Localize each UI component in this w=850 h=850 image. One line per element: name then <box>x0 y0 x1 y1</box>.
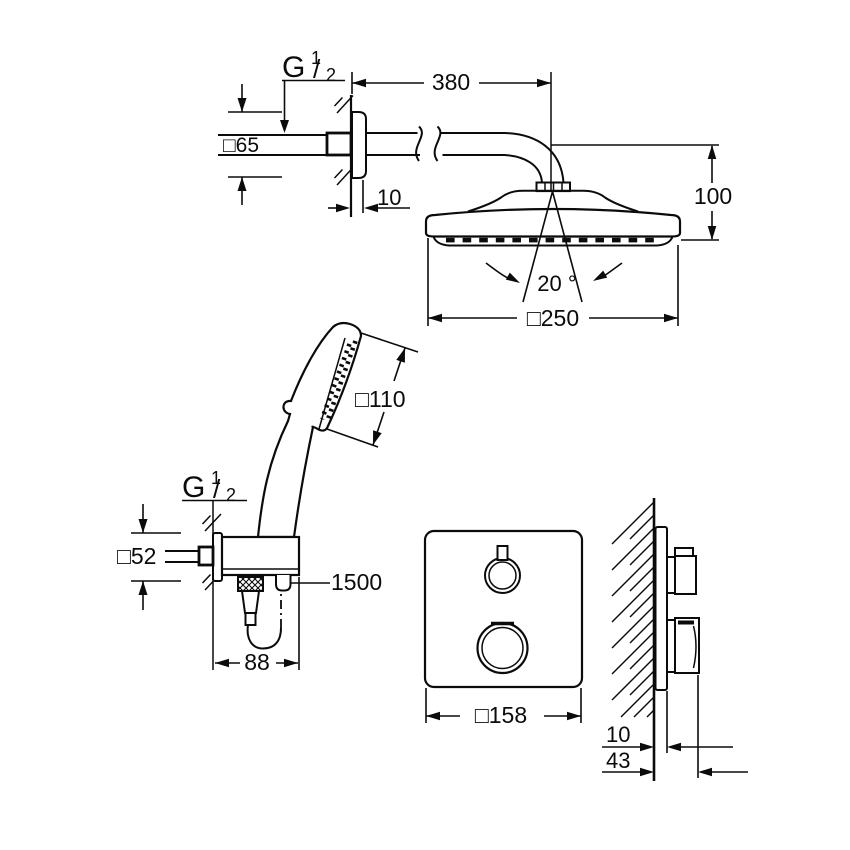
bracket-escutcheon-size-label: □52 <box>117 543 156 569</box>
dim-bracket-escutcheon-size: □52 <box>117 504 181 610</box>
concealed-pipe-stub <box>218 134 327 156</box>
wall-hatch <box>611 501 655 718</box>
thread-label-numerator: 1 <box>311 48 321 68</box>
thread-label-base: G <box>282 51 305 84</box>
pipe-break-symbol <box>415 125 423 162</box>
shower-hose <box>237 575 292 650</box>
spray-face-nozzles <box>319 343 352 420</box>
side-total-depth-label: 43 <box>606 748 630 773</box>
thread-label-base: G <box>182 471 205 504</box>
thread-label-denominator: 2 <box>326 65 336 85</box>
hose-loop <box>246 624 282 650</box>
arm-thread-fitting <box>325 131 353 157</box>
side-plate-depth-label: 10 <box>606 722 630 747</box>
hose-knurled-nut <box>237 576 264 592</box>
dim-thread-bottom: G 1 / 2 <box>182 468 247 505</box>
head-height-label: 100 <box>694 183 732 209</box>
spray-direction-arrow-right <box>603 262 623 277</box>
rain-shower-assembly: 20 ° G 1 / 2 □65 <box>218 48 732 331</box>
hose-outlet-stub <box>275 575 292 592</box>
dim-bracket-width: 88 <box>215 577 300 675</box>
volume-knob <box>476 621 529 675</box>
side-temperature-knob-tab <box>674 547 694 557</box>
dim-hand-head-size: □110 <box>326 332 419 448</box>
thermostat-side-view: 10 43 <box>602 498 748 781</box>
thread-label-slash: / <box>313 54 321 84</box>
thread-label-denominator: 2 <box>226 485 236 505</box>
hand-shower <box>256 321 363 539</box>
rain-shower-head <box>424 207 682 247</box>
hose-stem <box>244 612 257 626</box>
spray-angle-label: 20 ° <box>537 271 576 296</box>
dim-head-height: 100 <box>551 144 732 241</box>
bracket-thread-fitting <box>197 545 215 567</box>
bracket-width-label: 88 <box>244 649 270 675</box>
dim-escutcheon-size: □65 <box>223 84 282 205</box>
side-temperature-knob <box>666 547 697 595</box>
spray-direction-arrow-left <box>485 262 509 279</box>
bracket-pipe-stub <box>165 550 199 563</box>
side-volume-knob <box>666 617 700 674</box>
thermostat-front-view: □158 <box>423 529 584 728</box>
spray-nozzles <box>446 237 654 243</box>
spray-cone: 20 ° <box>485 191 623 303</box>
hand-head-size-label: □110 <box>355 386 406 412</box>
temperature-knob-tab <box>496 545 509 561</box>
pipe-break-symbol <box>433 125 442 162</box>
shower-arm <box>366 125 565 183</box>
escutcheon-depth-label: 10 <box>377 185 401 210</box>
arm-escutcheon <box>351 111 367 179</box>
escutcheon-size-label: □65 <box>223 134 259 157</box>
hose-cone <box>240 590 261 614</box>
side-plate <box>654 526 668 691</box>
wall-bracket <box>220 535 301 577</box>
hose-length-label: 1500 <box>331 569 382 595</box>
plate-size-label: □158 <box>475 702 527 728</box>
thread-label-slash: / <box>213 474 221 504</box>
dim-side-plate-depth: 10 <box>602 722 733 752</box>
dim-head-size: □250 <box>427 238 679 331</box>
dim-side-total-depth: 43 <box>602 748 748 777</box>
hand-shower-assembly: □110 G 1 / 2 <box>117 321 419 675</box>
temperature-knob <box>484 545 521 594</box>
dim-escutcheon-depth: 10 <box>328 180 410 213</box>
spray-face <box>432 236 674 247</box>
head-size-label: □250 <box>527 305 579 331</box>
dim-plate-size: □158 <box>425 688 582 728</box>
arm-length-label: 380 <box>432 69 470 95</box>
head-mounting-cap <box>467 189 639 213</box>
wall-line-bottom <box>201 500 222 670</box>
dim-arm-length: 380 <box>351 69 551 95</box>
thermostat-plate <box>423 529 584 689</box>
dim-thread-top: G 1 / 2 <box>280 48 345 133</box>
thread-label-numerator: 1 <box>211 468 221 488</box>
dim-hose-length: 1500 <box>291 569 382 595</box>
